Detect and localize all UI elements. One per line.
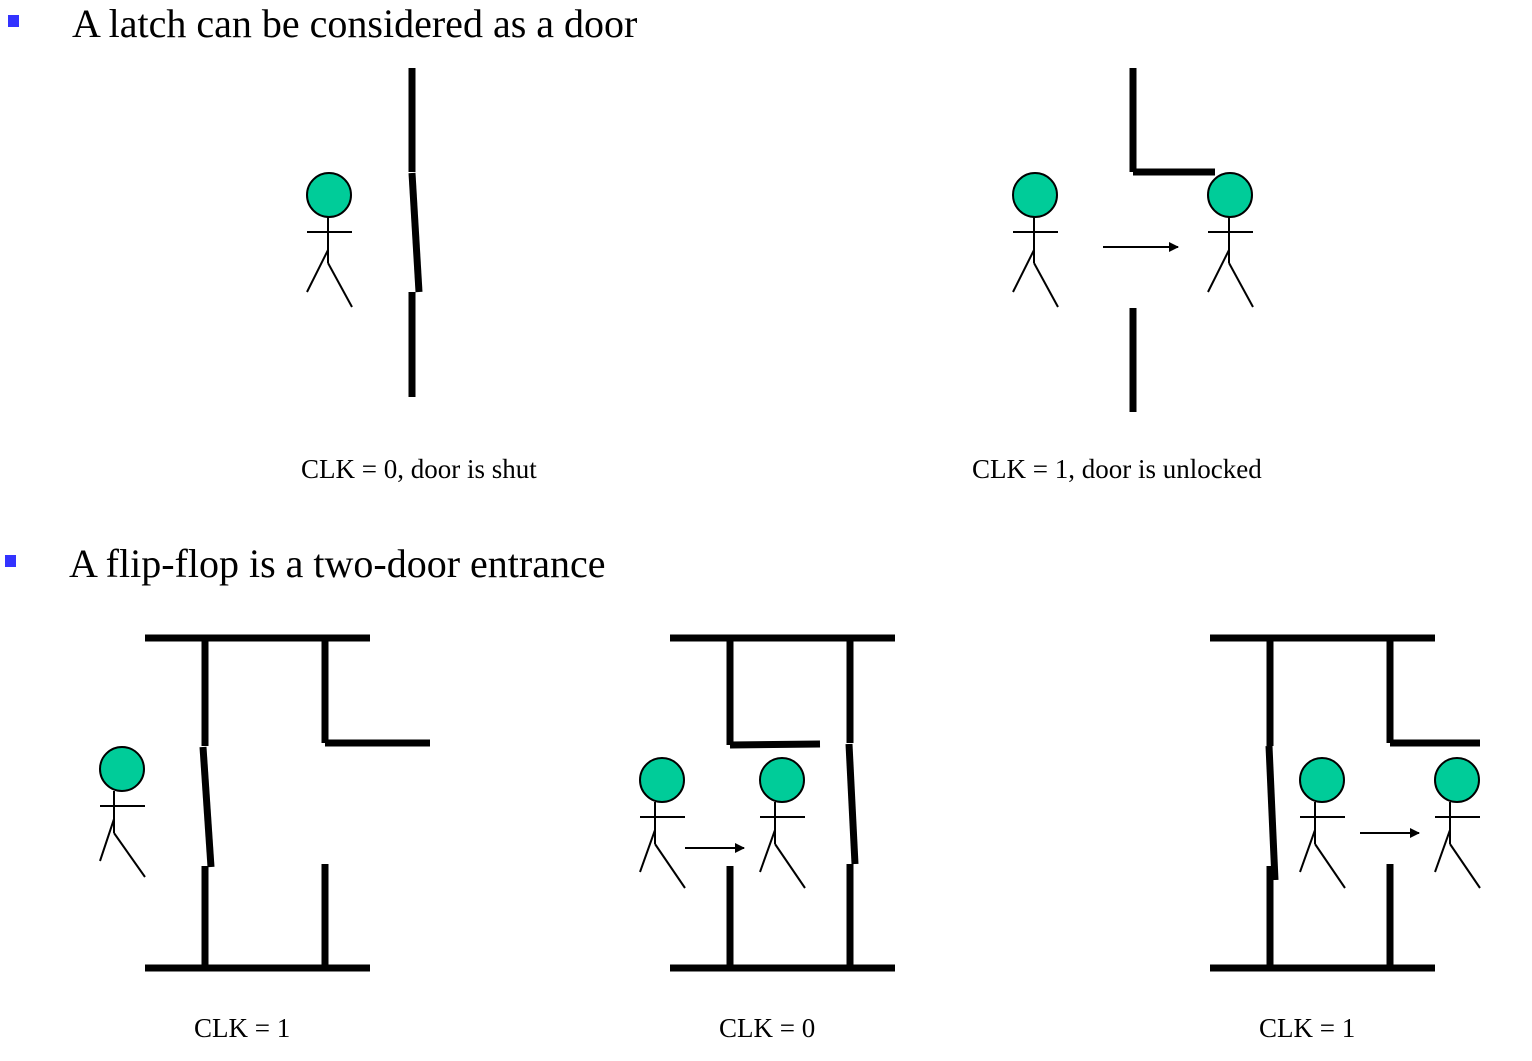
person-icon <box>1299 757 1346 889</box>
person-icon <box>1207 172 1254 308</box>
flipflop-caption-3: CLK = 1 <box>1259 1013 1356 1043</box>
first-door-open-leaf <box>729 740 821 749</box>
latch-door-wall <box>408 68 423 397</box>
person-icon <box>1012 172 1059 308</box>
flipflop-heading: A flip-flop is a two-door entrance <box>69 541 606 586</box>
latch-heading: A latch can be considered as a door <box>72 1 638 46</box>
flipflop-caption-2: CLK = 0 <box>719 1013 816 1043</box>
person-icon <box>639 757 686 889</box>
flipflop-panel-2 <box>639 634 895 972</box>
flipflop-walls <box>670 634 895 972</box>
flipflop-caption-1: CLK = 1 <box>194 1013 291 1043</box>
latch-open-caption: CLK = 1, door is unlocked <box>972 454 1262 484</box>
closed-door-leaf <box>408 172 423 293</box>
flipflop-panel-1 <box>99 634 430 972</box>
person-icon <box>99 746 146 878</box>
latch-door-wall <box>1129 68 1215 412</box>
first-door-closed-leaf <box>1265 745 1279 881</box>
first-door-closed-leaf <box>199 746 215 868</box>
latch-shut-caption: CLK = 0, door is shut <box>301 454 537 484</box>
flipflop-walls <box>1210 634 1480 972</box>
second-door-closed-leaf <box>845 743 859 865</box>
flipflop-panel-3 <box>1210 634 1481 972</box>
latch-shut-panel <box>306 68 423 397</box>
latch-open-panel <box>1012 68 1254 412</box>
square-bullet-icon <box>5 555 16 567</box>
person-icon <box>759 757 806 889</box>
flipflop-walls <box>145 634 430 972</box>
square-bullet-icon <box>8 15 19 27</box>
person-icon <box>1434 757 1481 889</box>
person-icon <box>306 172 353 308</box>
